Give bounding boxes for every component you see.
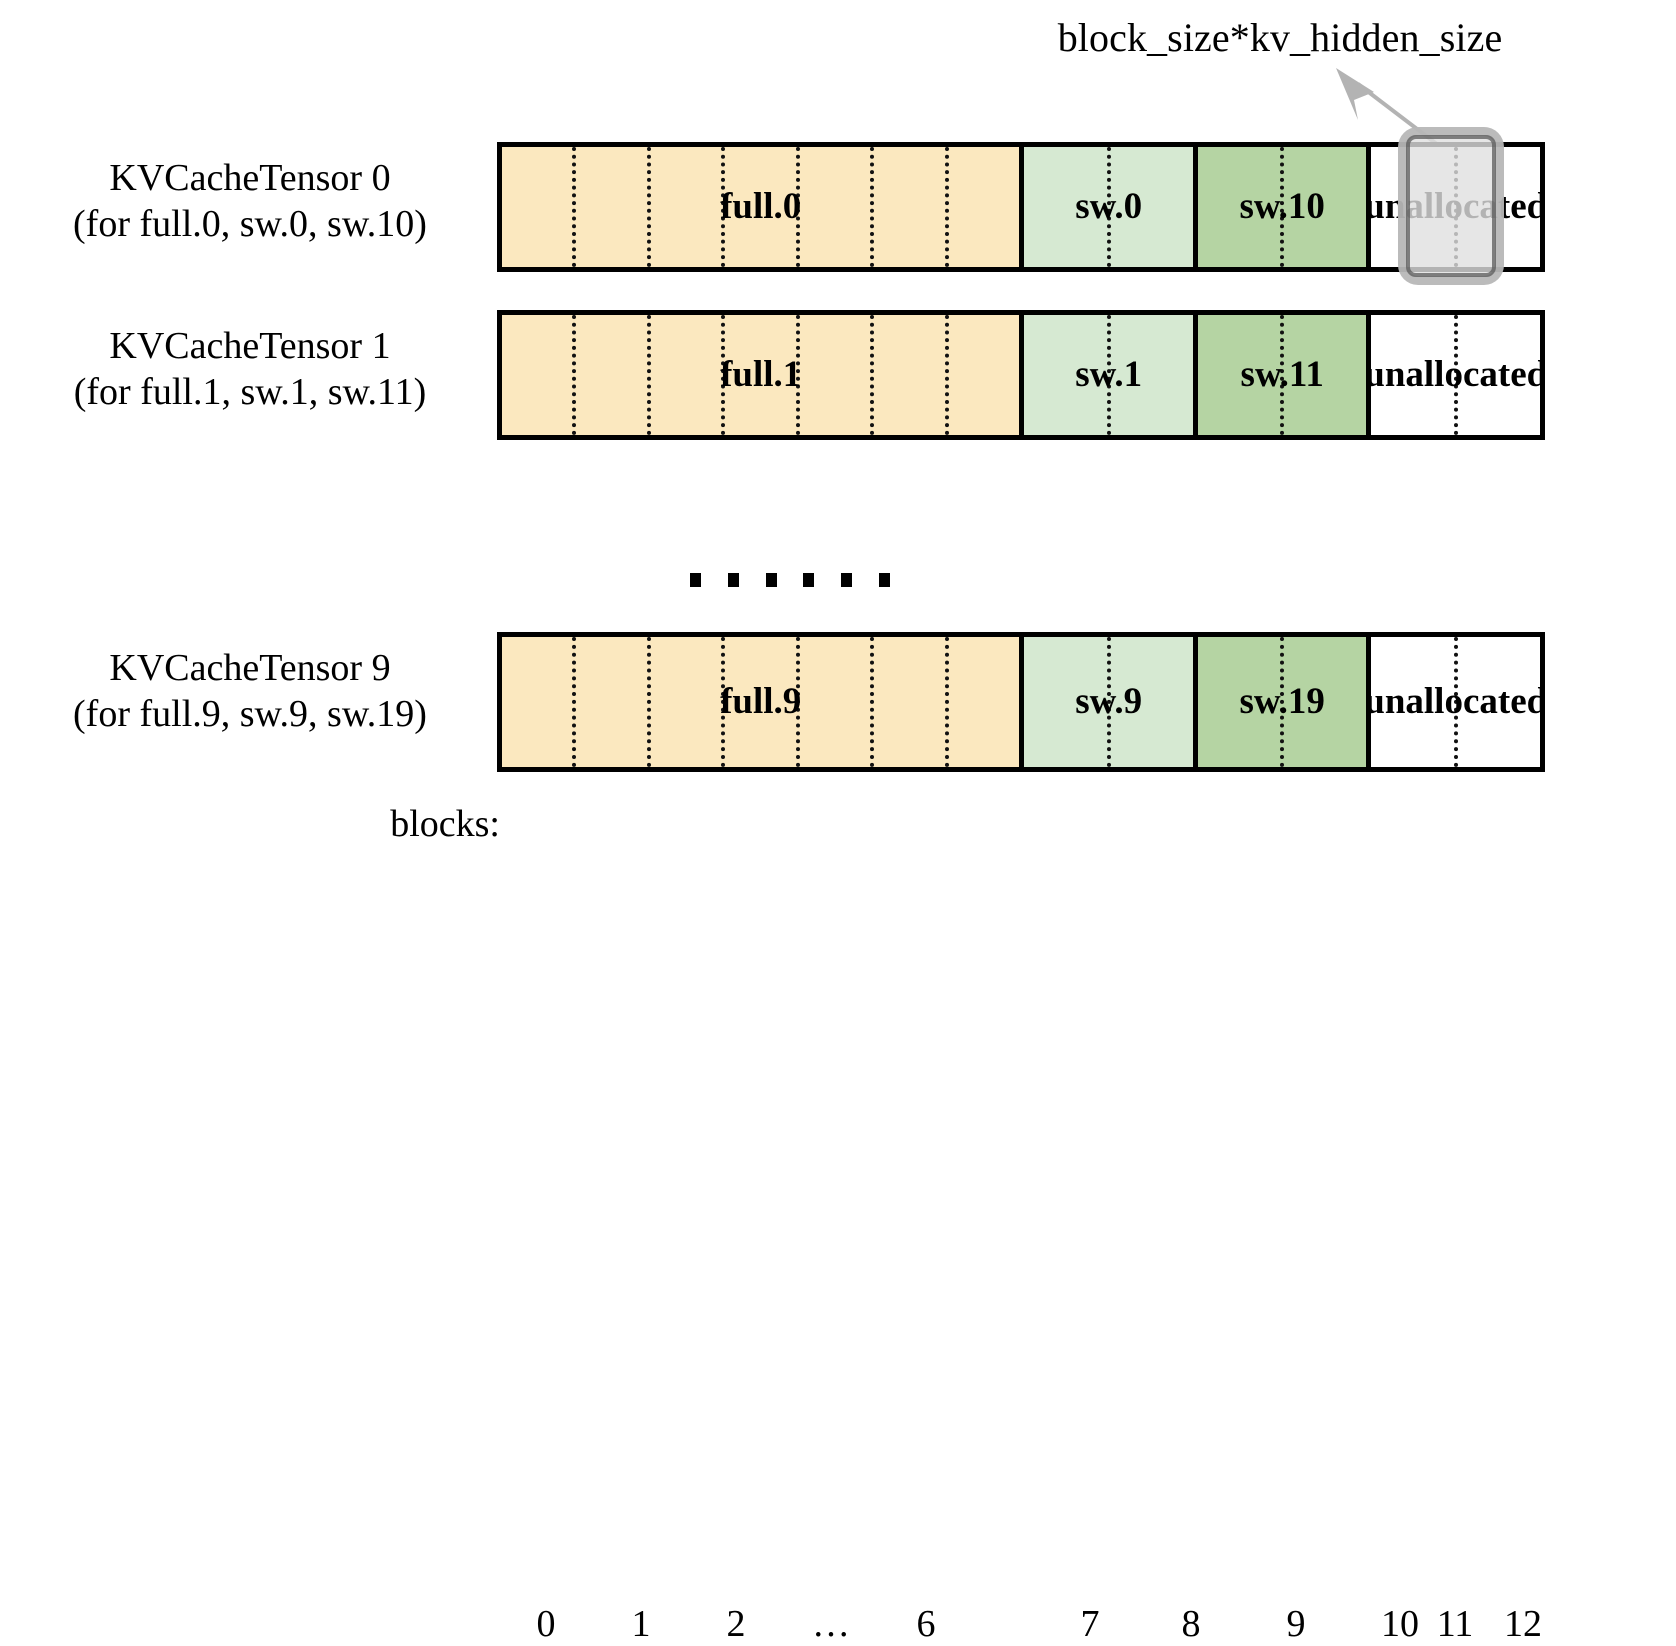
segment-label: sw.11	[1240, 354, 1324, 396]
block-dividers	[502, 315, 1019, 435]
diagram-canvas: block_size*kv_hidden_size KVCacheTensor …	[0, 15, 1676, 1645]
axis-tick-10: 12	[1504, 1603, 1542, 1645]
segment-sw-b-0[interactable]: sw.10	[1192, 147, 1367, 267]
segment-sw-a-9[interactable]: sw.9	[1019, 637, 1193, 767]
block-dividers	[1371, 637, 1540, 767]
axis-tick-2: 2	[726, 1603, 746, 1645]
segment-label: unallocated	[1366, 681, 1540, 723]
row-label-9: KVCacheTensor 9 (for full.9, sw.9, sw.19…	[10, 645, 490, 738]
segment-label: full.9	[720, 681, 802, 723]
axis-tick-0: 0	[536, 1603, 556, 1645]
axis-tick-4: 6	[916, 1603, 936, 1645]
row-label-1: KVCacheTensor 1 (for full.1, sw.1, sw.11…	[10, 323, 490, 416]
row-title-0: KVCacheTensor 0	[109, 157, 391, 199]
segment-sw-b-1[interactable]: sw.11	[1192, 315, 1367, 435]
axis-title: blocks:	[390, 803, 500, 845]
segment-full-1[interactable]: full.1	[502, 315, 1020, 435]
axis-tick-5: 7	[1080, 1603, 1100, 1645]
segment-full-9[interactable]: full.9	[502, 637, 1020, 767]
axis-tick-3: …	[812, 1603, 850, 1645]
segment-label: sw.0	[1075, 186, 1143, 228]
segment-sw-b-9[interactable]: sw.19	[1192, 637, 1367, 767]
segment-label: full.0	[720, 186, 802, 228]
tensor-bar-0[interactable]: full.0 sw.0 sw.10 unallocated	[497, 142, 1545, 272]
segment-unallocated-1[interactable]: unallocated	[1366, 315, 1540, 435]
segment-label: sw.1	[1075, 354, 1143, 396]
block-dividers	[502, 637, 1019, 767]
axis-tick-6: 8	[1181, 1603, 1201, 1645]
row-subtitle-0: (for full.0, sw.0, sw.10)	[73, 203, 427, 246]
tensor-bar-9[interactable]: full.9 sw.9 sw.19 unallocated	[497, 632, 1545, 772]
segment-unallocated-9[interactable]: unallocated	[1366, 637, 1540, 767]
segment-sw-a-0[interactable]: sw.0	[1019, 147, 1193, 267]
axis-tick-9: 11	[1436, 1603, 1474, 1645]
segment-label: sw.19	[1239, 681, 1325, 723]
segment-label: unallocated	[1366, 354, 1540, 396]
block-dividers	[1024, 315, 1193, 435]
row-title-1: KVCacheTensor 1	[109, 325, 391, 367]
segment-full-0[interactable]: full.0	[502, 147, 1020, 267]
row-subtitle-9: (for full.9, sw.9, sw.19)	[73, 693, 427, 736]
block-dividers	[1024, 637, 1193, 767]
row-title-9: KVCacheTensor 9	[109, 647, 391, 689]
row-subtitle-1: (for full.1, sw.1, sw.11)	[73, 371, 427, 414]
block-dividers	[502, 147, 1019, 267]
row-label-0: KVCacheTensor 0 (for full.0, sw.0, sw.10…	[10, 155, 490, 248]
block-highlight-box[interactable]	[1398, 127, 1504, 285]
callout-label: block_size*kv_hidden_size	[1057, 15, 1503, 60]
segment-label: sw.10	[1239, 186, 1325, 228]
vertical-ellipsis	[690, 560, 890, 600]
segment-label: sw.9	[1075, 681, 1143, 723]
axis-tick-7: 9	[1286, 1603, 1306, 1645]
block-dividers	[1371, 315, 1540, 435]
block-dividers	[1198, 147, 1367, 267]
block-dividers	[1024, 147, 1193, 267]
axis-tick-1: 1	[631, 1603, 651, 1645]
tensor-bar-1[interactable]: full.1 sw.1 sw.11 unallocated	[497, 310, 1545, 440]
block-dividers	[1198, 637, 1367, 767]
segment-label: full.1	[720, 354, 802, 396]
block-dividers	[1198, 315, 1367, 435]
segment-sw-a-1[interactable]: sw.1	[1019, 315, 1193, 435]
